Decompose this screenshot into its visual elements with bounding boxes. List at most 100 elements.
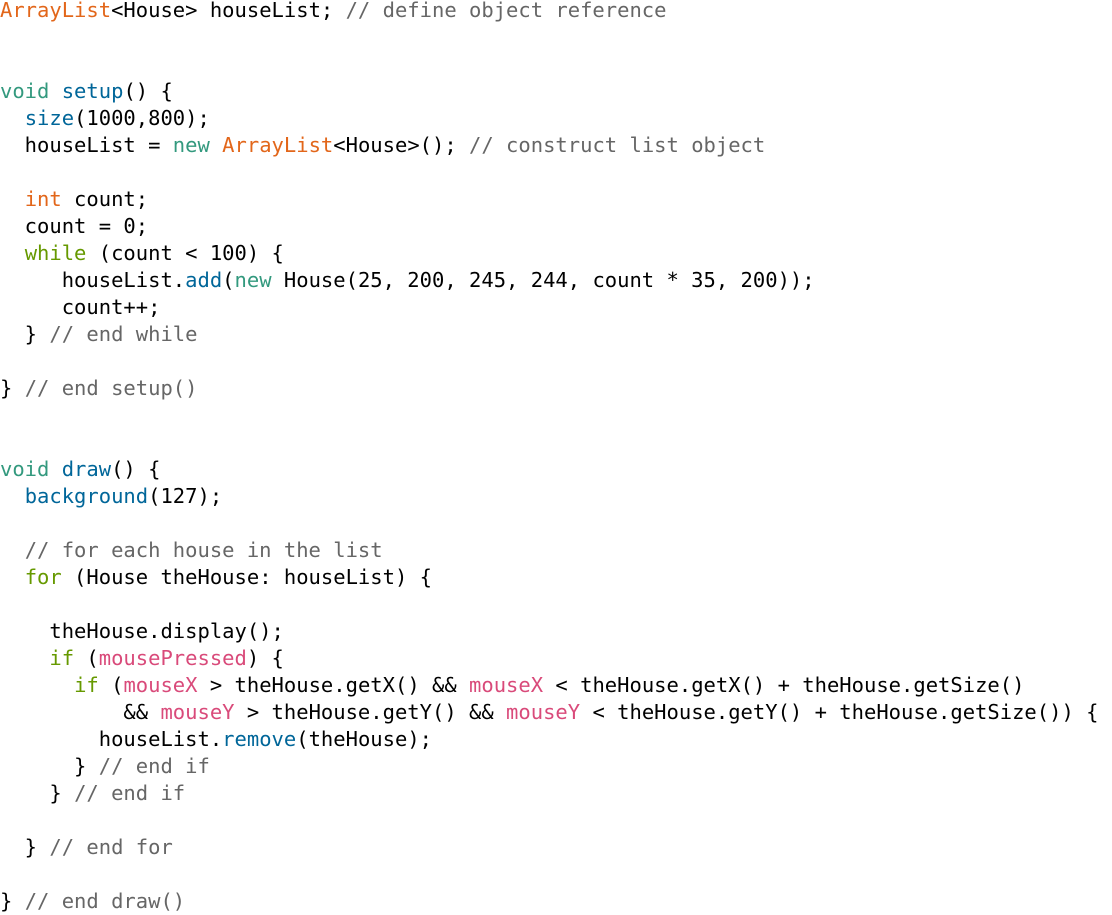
code-token-plain: () { <box>123 79 173 103</box>
code-token-plain: ( <box>74 646 99 670</box>
code-token-plain <box>0 484 25 508</box>
code-line <box>0 402 1098 429</box>
code-line <box>0 807 1098 834</box>
code-token-plain <box>0 673 74 697</box>
code-token-comment: // end draw() <box>24 889 186 913</box>
code-line: for (House theHouse: houseList) { <box>0 564 1098 591</box>
code-token-builtin-var: mouseX <box>469 673 544 697</box>
code-line <box>0 861 1098 888</box>
code-token-plain: && <box>0 700 161 724</box>
code-token-comment: // construct list object <box>469 133 766 157</box>
code-token-plain: ) { <box>246 646 284 670</box>
code-token-plain <box>49 457 61 481</box>
code-line: } // end draw() <box>0 888 1098 915</box>
code-token-plain: } <box>0 889 25 913</box>
code-line: } // end setup() <box>0 375 1098 402</box>
code-token-plain <box>0 538 25 562</box>
code-token-plain: houseList = <box>0 133 173 157</box>
code-token-control: if <box>49 646 75 670</box>
code-line: } // end if <box>0 780 1098 807</box>
code-token-plain: houseList. <box>0 727 223 751</box>
code-token-control: for <box>24 565 62 589</box>
code-token-plain <box>0 187 25 211</box>
code-line: while (count < 100) { <box>0 240 1098 267</box>
code-token-function-call: add <box>185 268 223 292</box>
code-token-builtin-var: mouseY <box>506 700 581 724</box>
code-token-builtin-var: mousePressed <box>98 646 247 670</box>
code-line: // for each house in the list <box>0 537 1098 564</box>
code-token-plain: theHouse.display(); <box>0 619 284 643</box>
code-line <box>0 591 1098 618</box>
code-line: houseList.add(new House(25, 200, 245, 24… <box>0 267 1098 294</box>
code-line: void draw() { <box>0 456 1098 483</box>
code-token-keyword: new <box>172 133 210 157</box>
code-token-plain: (127); <box>148 484 223 508</box>
code-line <box>0 24 1098 51</box>
code-line: houseList = new ArrayList<House>(); // c… <box>0 132 1098 159</box>
code-line: } // end for <box>0 834 1098 861</box>
code-token-plain: } <box>0 754 99 778</box>
code-token-plain: < theHouse.getX() + theHouse.getSize() <box>543 673 1025 697</box>
code-token-comment: // for each house in the list <box>24 538 383 562</box>
code-token-plain: count++; <box>0 295 161 319</box>
code-line: && mouseY > theHouse.getY() && mouseY < … <box>0 699 1098 726</box>
code-token-plain: < theHouse.getY() + theHouse.getSize()) … <box>580 700 1099 724</box>
code-token-keyword: void <box>0 457 50 481</box>
code-token-function-call: background <box>24 484 149 508</box>
code-token-plain: houseList. <box>0 268 186 292</box>
code-line: } // end if <box>0 753 1098 780</box>
code-token-plain: House(25, 200, 245, 244, count * 35, 200… <box>271 268 815 292</box>
code-token-plain <box>0 106 25 130</box>
code-token-keyword: new <box>234 268 272 292</box>
code-line: theHouse.display(); <box>0 618 1098 645</box>
code-token-plain <box>0 241 25 265</box>
code-token-plain: } <box>0 835 50 859</box>
code-token-comment: // end if <box>98 754 210 778</box>
code-token-plain <box>210 133 222 157</box>
code-token-plain: (House theHouse: houseList) { <box>61 565 432 589</box>
code-line <box>0 159 1098 186</box>
code-line: } // end while <box>0 321 1098 348</box>
code-token-comment: // define object reference <box>345 0 667 22</box>
code-token-plain: } <box>0 781 75 805</box>
code-line: count = 0; <box>0 213 1098 240</box>
code-token-builtin-var: mouseY <box>160 700 235 724</box>
code-token-keyword: void <box>0 79 50 103</box>
code-line: if (mouseX > theHouse.getX() && mouseX <… <box>0 672 1098 699</box>
code-line <box>0 510 1098 537</box>
code-line: int count; <box>0 186 1098 213</box>
code-token-type: ArrayList <box>222 133 334 157</box>
code-token-comment: // end setup() <box>24 376 198 400</box>
code-token-plain: (count < 100) { <box>86 241 284 265</box>
code-token-function-call: size <box>24 106 75 130</box>
code-token-plain: > theHouse.getY() && <box>234 700 507 724</box>
code-token-comment: // end if <box>74 781 186 805</box>
code-token-plain: <House>(); <box>333 133 470 157</box>
code-token-type: ArrayList <box>0 0 112 22</box>
code-line: background(127); <box>0 483 1098 510</box>
code-token-plain <box>49 79 61 103</box>
code-token-plain: () { <box>111 457 161 481</box>
code-token-control: while <box>24 241 87 265</box>
code-token-plain: count; <box>61 187 149 211</box>
code-line: size(1000,800); <box>0 105 1098 132</box>
code-line: houseList.remove(theHouse); <box>0 726 1098 753</box>
code-token-plain: <House> houseList; <box>111 0 346 22</box>
code-token-type: int <box>24 187 62 211</box>
code-token-builtin-var: mouseX <box>123 673 198 697</box>
code-token-control: if <box>74 673 99 697</box>
code-token-plain: (theHouse); <box>296 727 432 751</box>
code-token-plain: } <box>0 322 50 346</box>
code-token-function-name: draw <box>61 457 112 481</box>
code-token-plain: ( <box>98 673 124 697</box>
code-token-function-call: remove <box>222 727 297 751</box>
code-token-plain: count = 0; <box>0 214 149 238</box>
code-token-plain: } <box>0 376 25 400</box>
code-line: if (mousePressed) { <box>0 645 1098 672</box>
code-token-comment: // end for <box>49 835 173 859</box>
code-line: void setup() { <box>0 78 1098 105</box>
code-token-plain: ( <box>222 268 235 292</box>
code-token-plain <box>0 565 25 589</box>
code-token-plain: (1000,800); <box>74 106 210 130</box>
